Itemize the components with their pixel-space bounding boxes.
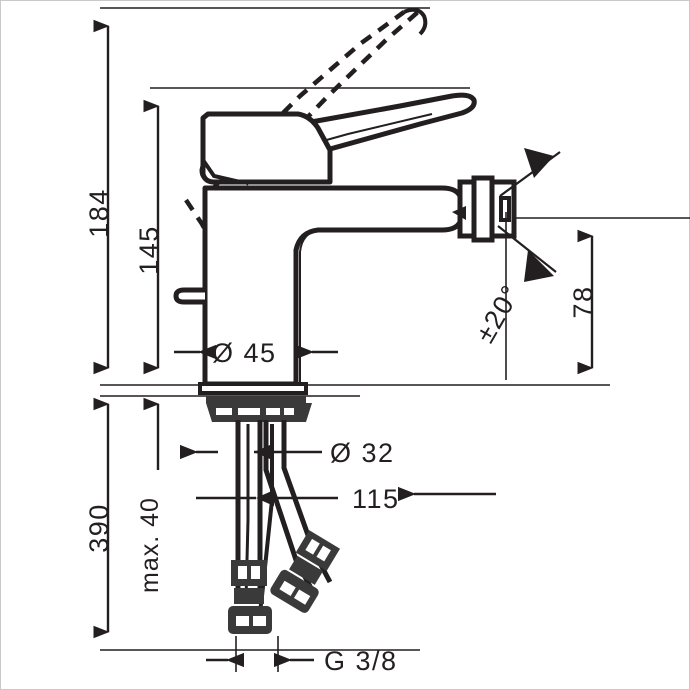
popup-waste-lever: [173, 287, 205, 305]
dimension-height-78: 78: [568, 236, 598, 368]
dimension-label-145: 145: [134, 225, 164, 275]
dimension-thread-g38: G 3/8: [206, 646, 398, 676]
dimension-length-115: 115: [196, 484, 496, 514]
dimension-depth-390: 390: [84, 404, 114, 632]
dimension-label-78: 78: [568, 285, 598, 318]
dimension-diameter-45: Ø 45: [174, 338, 338, 368]
mixer-body: [202, 185, 463, 387]
dimension-label-max-40: max. 40: [136, 497, 164, 593]
dimension-label-390: 390: [84, 503, 114, 553]
handle-cap: [200, 111, 333, 185]
hose-connector-angled: [270, 530, 341, 613]
dimension-label-184: 184: [84, 188, 114, 238]
dimension-label-diameter-45: Ø 45: [212, 338, 277, 368]
dimension-diameter-32: Ø 32: [196, 438, 395, 468]
hose-connector-left: [228, 560, 272, 634]
aerator-outlet: [452, 175, 517, 243]
dimension-height-145: 145: [134, 106, 164, 368]
dimension-height-184: 184: [84, 26, 114, 368]
thread-witness-lines: [235, 636, 279, 672]
lever-raised-tip-arc: [403, 7, 428, 36]
mounting-shank-head: [206, 403, 312, 422]
deck-plate: [198, 382, 308, 403]
dimension-max-40: max. 40: [136, 404, 164, 593]
extension-lines: [100, 7, 690, 651]
dimension-label-115: 115: [352, 484, 400, 514]
dimension-label-diameter-32: Ø 32: [330, 438, 395, 468]
dimension-label-swivel-20: ±20°: [470, 279, 527, 347]
dimension-label-thread-g38: G 3/8: [324, 646, 398, 676]
